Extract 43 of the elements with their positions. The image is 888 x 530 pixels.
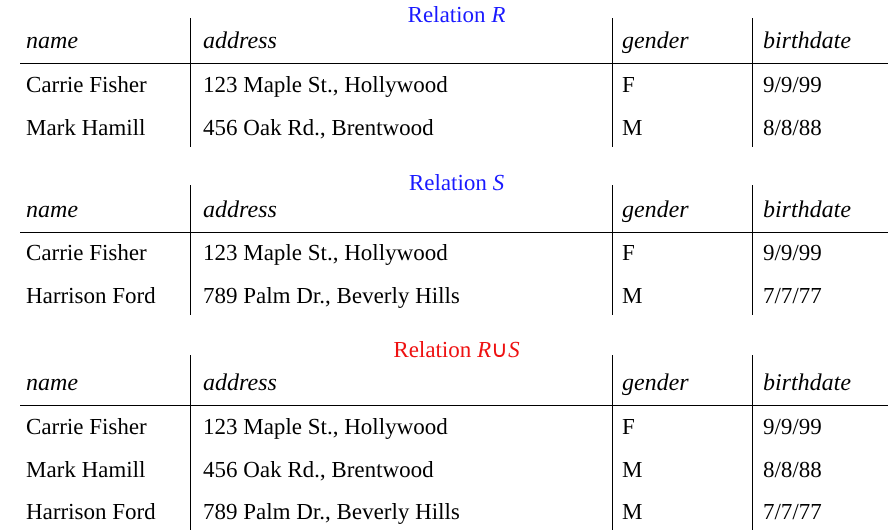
column-header: gender xyxy=(622,28,689,54)
column-header: birthdate xyxy=(763,28,851,54)
table-title: Relation R∪S xyxy=(392,337,521,363)
table-cell: M xyxy=(622,457,642,483)
table-cell: 789 Palm Dr., Beverly Hills xyxy=(203,499,460,525)
column-header: name xyxy=(26,370,78,396)
column-header: birthdate xyxy=(763,370,851,396)
column-header: gender xyxy=(622,197,689,223)
table-cell: Harrison Ford xyxy=(26,499,156,525)
table-cell: Carrie Fisher xyxy=(26,240,147,266)
table-cell: 8/8/88 xyxy=(763,115,822,141)
table-cell: 123 Maple St., Hollywood xyxy=(203,240,448,266)
table-cell: 123 Maple St., Hollywood xyxy=(203,414,448,440)
table-cell: 456 Oak Rd., Brentwood xyxy=(203,457,434,483)
column-header: address xyxy=(203,370,277,396)
table-title: Relation S xyxy=(408,170,506,196)
table-cell: M xyxy=(622,115,642,141)
table-cell: F xyxy=(622,240,635,266)
table-cell: 7/7/77 xyxy=(763,499,822,525)
column-header: address xyxy=(203,28,277,54)
column-header: address xyxy=(203,197,277,223)
table-cell: F xyxy=(622,414,635,440)
table-cell: 456 Oak Rd., Brentwood xyxy=(203,115,434,141)
table-cell: 7/7/77 xyxy=(763,283,822,309)
table-cell: 123 Maple St., Hollywood xyxy=(203,72,448,98)
table-cell: Mark Hamill xyxy=(26,457,146,483)
table-title: Relation R xyxy=(406,2,506,28)
table-cell: Harrison Ford xyxy=(26,283,156,309)
table-cell: 9/9/99 xyxy=(763,72,822,98)
table-cell: 789 Palm Dr., Beverly Hills xyxy=(203,283,460,309)
table-cell: F xyxy=(622,72,635,98)
table-cell: 8/8/88 xyxy=(763,457,822,483)
table-cell: M xyxy=(622,283,642,309)
table-cell: M xyxy=(622,499,642,525)
table-cell: Carrie Fisher xyxy=(26,72,147,98)
column-header: gender xyxy=(622,370,689,396)
table-cell: 9/9/99 xyxy=(763,240,822,266)
table-cell: Mark Hamill xyxy=(26,115,146,141)
table-cell: Carrie Fisher xyxy=(26,414,147,440)
table-cell: 9/9/99 xyxy=(763,414,822,440)
column-header: birthdate xyxy=(763,197,851,223)
column-header: name xyxy=(26,28,78,54)
column-header: name xyxy=(26,197,78,223)
